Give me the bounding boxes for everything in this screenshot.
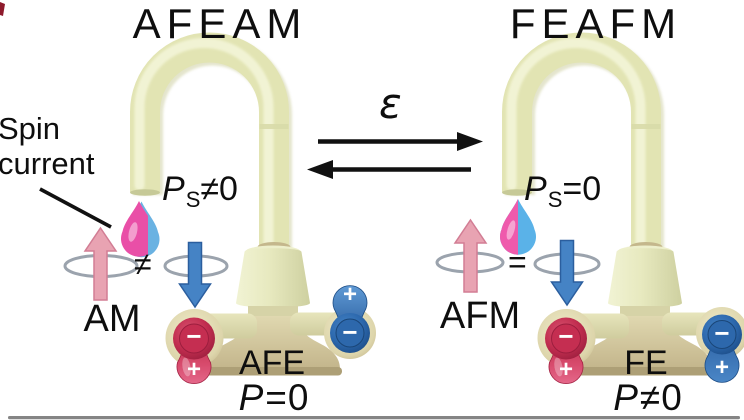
spin-down-arrow-right <box>550 239 584 307</box>
corner-crop-mark <box>0 2 5 16</box>
am-label: AM <box>83 298 141 340</box>
epsilon-label: ε <box>379 79 402 128</box>
forward-arrow <box>318 132 483 151</box>
spin-up-arrow-left <box>83 226 118 301</box>
bottom-crop-bar <box>8 416 740 420</box>
leader-line <box>39 187 112 229</box>
eq-compare: = <box>508 244 527 280</box>
left-title: AFEAM <box>132 0 308 47</box>
red-lever-sign-right: + <box>558 356 574 384</box>
spin-current-label: Spin current <box>0 111 95 181</box>
blue-lever-sign-left: + <box>342 281 358 309</box>
neq-compare: ≠ <box>134 246 152 282</box>
droplet-left <box>121 201 160 258</box>
spin-down-arrow-left <box>178 241 212 309</box>
blue-hub-sign-right: − <box>714 317 730 348</box>
red-hub-sign-right: − <box>558 320 574 351</box>
red-lever-sign-left: + <box>186 356 202 384</box>
reverse-arrow <box>307 160 471 179</box>
blue-handle-right <box>702 314 742 383</box>
right-title: FEAFM <box>509 0 683 47</box>
red-hub-sign-left: − <box>186 320 202 351</box>
droplet-right <box>500 199 536 255</box>
blue-hub-sign-left: − <box>342 316 358 347</box>
afe-label: AFE <box>238 344 306 382</box>
ps-right-label: PS=0 <box>524 170 602 212</box>
blue-handle-left <box>330 285 370 353</box>
p-left-label: P=0 <box>238 377 310 418</box>
afm-label: AFM <box>439 295 521 337</box>
spin-up-arrow-right <box>453 218 488 293</box>
blue-lever-sign-right: + <box>714 354 730 382</box>
fe-label: FE <box>624 344 668 382</box>
ps-left-label: PS≠0 <box>162 170 238 212</box>
p-right-label: P≠0 <box>613 377 683 418</box>
